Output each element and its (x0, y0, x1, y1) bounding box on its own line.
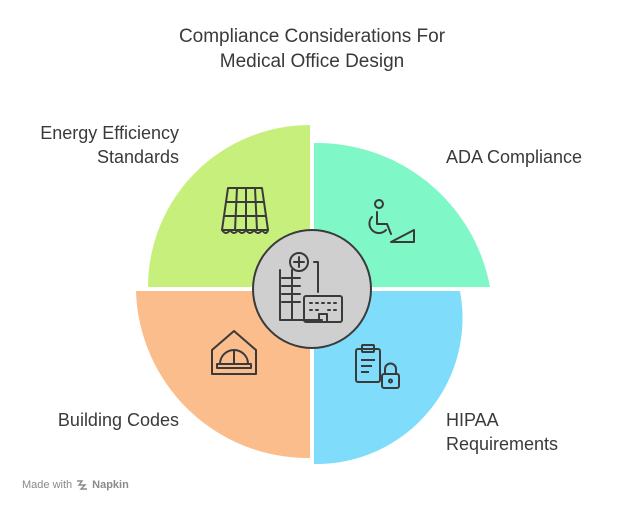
label-building-codes: Building Codes (14, 408, 179, 432)
wheelchair-ramp-icon (368, 199, 415, 243)
footer-watermark: Made with Napkin (22, 479, 129, 491)
medical-office-icon (279, 252, 343, 323)
napkin-logo-icon (77, 480, 88, 490)
label-hipaa-requirements: HIPAA Requirements (446, 408, 558, 456)
label-line: Energy Efficiency (40, 123, 179, 143)
label-line: Requirements (446, 434, 559, 454)
title-line-1: Compliance Considerations For (178, 26, 446, 47)
title-line-2: Medical Office Design (219, 51, 405, 72)
segment-energy (148, 125, 310, 287)
solar-panel-icon (221, 187, 269, 234)
label-line: Building Codes (57, 410, 179, 430)
hard-hat-icon (211, 330, 257, 375)
label-line: ADA Compliance (446, 147, 583, 167)
label-line: Standards (96, 147, 179, 167)
clipboard-lock-icon (355, 344, 400, 389)
footer-prefix: Made with (22, 479, 73, 491)
page-title: Compliance Considerations For Medical Of… (112, 24, 512, 74)
footer-brand: Napkin (92, 479, 129, 491)
label-line: HIPAA (446, 410, 499, 430)
label-ada-compliance: ADA Compliance (446, 145, 582, 169)
label-energy-efficiency: Energy Efficiency Standards (14, 121, 179, 169)
